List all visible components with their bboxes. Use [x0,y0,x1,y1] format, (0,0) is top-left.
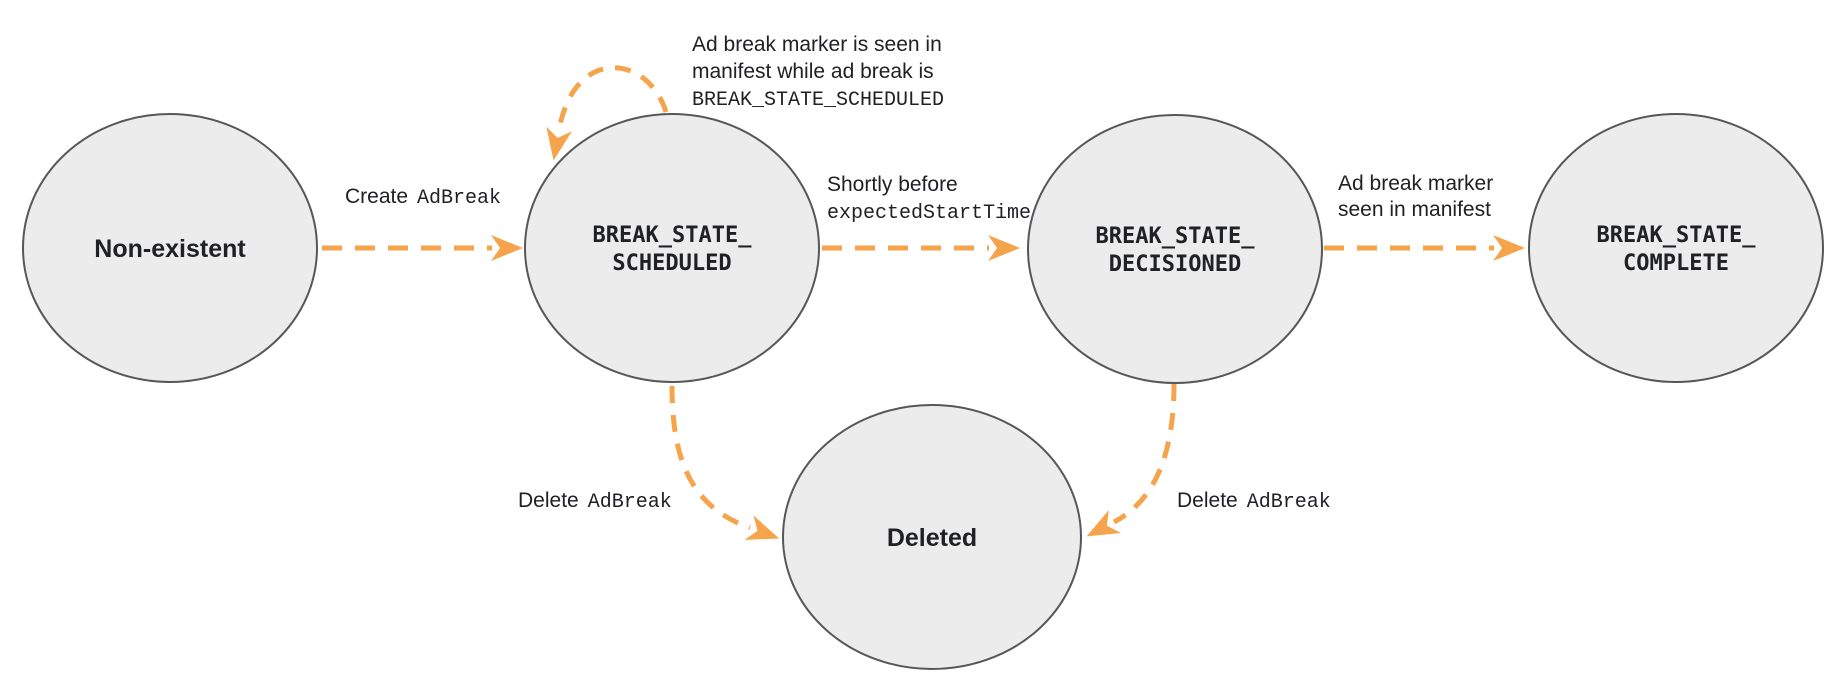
label-shortly-before: Shortly before [827,173,958,196]
edge-delete-from-decisioned [1086,383,1177,537]
state-decisioned-label-line2: DECISIONED [1109,252,1241,277]
label-marker-seen-line2: seen in manifest [1338,198,1491,221]
state-complete-label-line2: COMPLETE [1623,251,1729,276]
state-nonexistent: Non-existent [22,113,318,383]
label-self-loop-line3: BREAK_STATE_SCHEDULED [692,89,944,112]
state-scheduled-label-line1: BREAK_STATE_ [593,223,753,248]
state-complete-circle [1528,113,1824,383]
transition-edges [322,65,1525,540]
label-self-loop-line2: manifest while ad break is [692,60,934,83]
edge-delete-from-scheduled [669,385,780,540]
label-marker-seen-line1: Ad break marker [1338,172,1493,195]
state-break-state-decisioned: BREAK_STATE_ DECISIONED [1027,114,1323,384]
state-nonexistent-label: Non-existent [94,235,246,263]
state-nodes: Non-existent BREAK_STATE_ SCHEDULED BREA… [22,113,1824,670]
state-break-state-scheduled: BREAK_STATE_ SCHEDULED [524,113,820,383]
state-decisioned-label-line1: BREAK_STATE_ [1096,224,1256,249]
state-nonexistent-circle [22,113,318,383]
state-scheduled-label-line2: SCHEDULED [612,251,731,276]
state-break-state-complete: BREAK_STATE_ COMPLETE [1528,113,1824,383]
state-deleted-circle [782,404,1082,670]
label-expected-start-time: expectedStartTime [827,202,1031,225]
state-decisioned-circle [1027,114,1323,384]
state-deleted: Deleted [782,404,1082,670]
state-deleted-label: Deleted [887,524,977,552]
state-complete-label-line1: BREAK_STATE_ [1597,223,1757,248]
label-self-loop-line1: Ad break marker is seen in [692,33,942,56]
state-scheduled-circle [524,113,820,383]
